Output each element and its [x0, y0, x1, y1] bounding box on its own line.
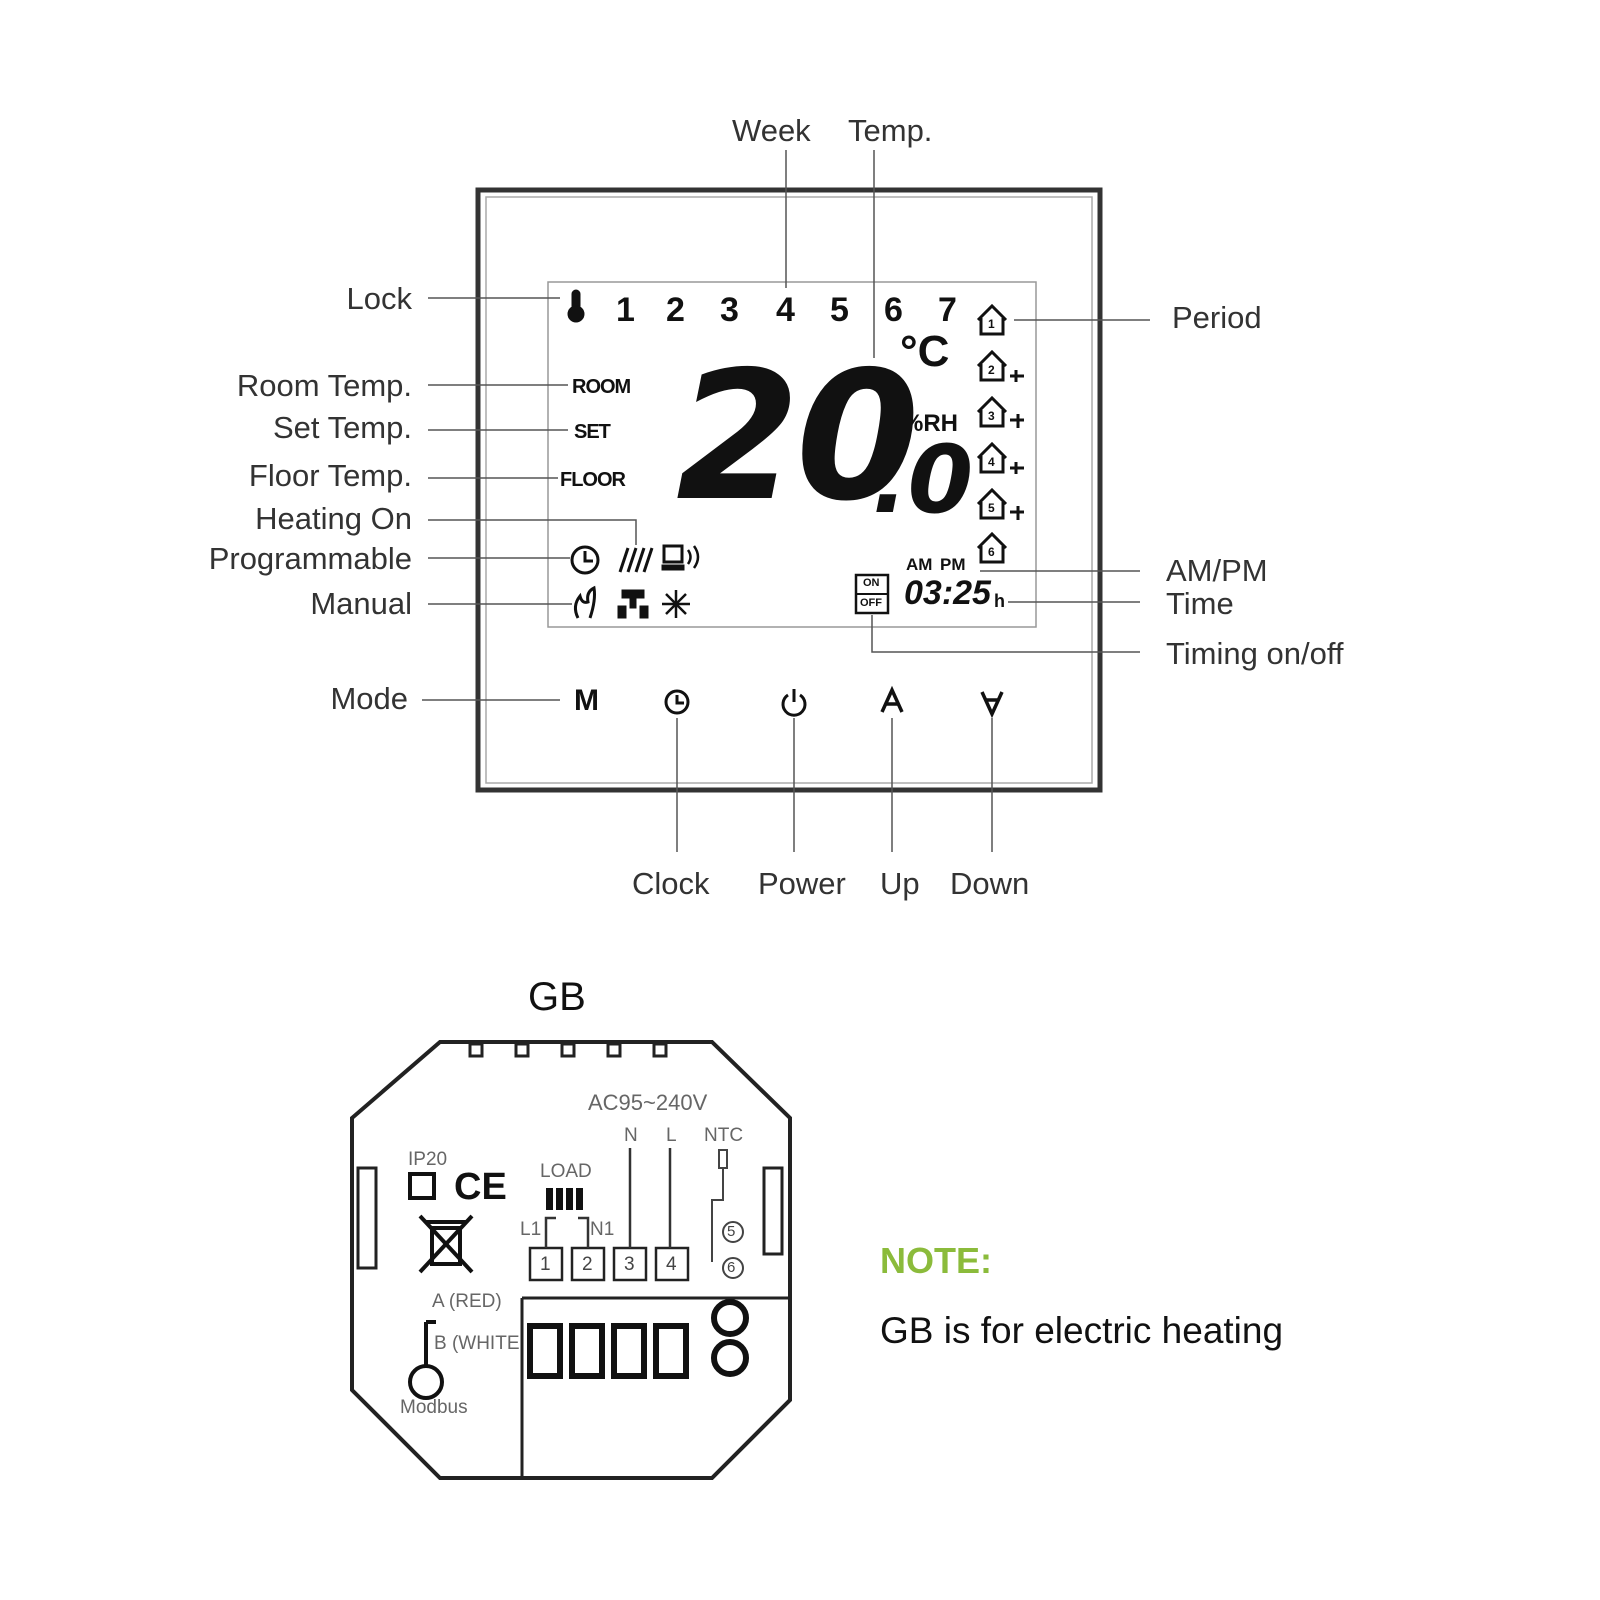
wiring-n1-label: N1	[590, 1219, 615, 1240]
power-button[interactable]	[781, 689, 807, 717]
lcd-temperature-main: 20	[676, 333, 920, 540]
leader-heating	[428, 519, 637, 545]
lcd-day-4: 4	[776, 291, 795, 329]
period-icons	[976, 303, 1024, 564]
label-week: Week	[732, 113, 811, 148]
small-terminals	[528, 1246, 690, 1282]
wiring-voltage: AC95~240V	[588, 1090, 708, 1115]
down-button[interactable]	[980, 691, 1004, 719]
backplate	[350, 1040, 792, 1480]
wires	[544, 1148, 672, 1248]
label-room-temp: Room Temp.	[236, 368, 412, 403]
lcd-period-1: 1	[988, 317, 995, 331]
label-mode: Mode	[330, 681, 408, 716]
thermostat-frame-inner	[485, 196, 1093, 784]
label-timing-on-off: Timing on/off	[1166, 636, 1344, 671]
label-programmable: Programmable	[208, 541, 412, 576]
weee-bin-icon	[418, 1214, 474, 1274]
ip20-square-icon	[408, 1172, 436, 1200]
mode-button[interactable]: M	[574, 684, 599, 717]
lcd-clock-suffix: h	[994, 591, 1005, 611]
lcd-day-2: 2	[666, 291, 685, 329]
label-period: Period	[1172, 300, 1262, 335]
label-manual: Manual	[310, 586, 412, 621]
lcd-temperature-decimal: .0	[872, 426, 974, 535]
label-am-pm: AM/PM	[1166, 553, 1268, 588]
lcd-floor: FLOOR	[560, 469, 626, 491]
terminal-blocks	[527, 1299, 749, 1379]
label-up: Up	[880, 866, 920, 901]
lcd-pm: PM	[940, 555, 966, 574]
ntc-terminal-6-label: 6	[727, 1259, 736, 1276]
lock-thermometer-icon	[567, 289, 585, 323]
period-6-icon	[976, 531, 1008, 564]
note-text: GB is for electric heating	[880, 1310, 1284, 1351]
lcd-room: ROOM	[572, 376, 631, 398]
modbus-connector-icon	[408, 1320, 444, 1400]
wiring-ip-rating: IP20	[408, 1149, 448, 1170]
load-heater-icon	[546, 1188, 583, 1210]
wiring-n-label: N	[624, 1125, 638, 1146]
terminal-2-label: 2	[582, 1254, 593, 1275]
label-floor-temp: Floor Temp.	[248, 458, 412, 493]
programmable-clock-icon	[570, 545, 600, 575]
holiday-valve-icon	[617, 589, 649, 619]
lcd-set: SET	[574, 421, 611, 443]
label-heating-on: Heating On	[255, 501, 412, 536]
lcd-clock-time: 03:25	[904, 574, 991, 612]
label-clock: Clock	[632, 866, 710, 901]
lcd-timer-off: OFF	[860, 597, 882, 609]
period-4-icon	[976, 441, 1024, 474]
lcd-period-3: 3	[988, 409, 995, 423]
terminal-1-label: 1	[540, 1254, 551, 1275]
lcd-day-6: 6	[884, 291, 903, 329]
up-button[interactable]	[880, 685, 904, 713]
lcd-day-3: 3	[720, 291, 739, 329]
lcd-am: AM	[906, 555, 933, 574]
lcd-period-5: 5	[988, 501, 995, 515]
clock-button[interactable]	[664, 689, 690, 715]
terminal-3-label: 3	[624, 1254, 635, 1275]
label-time: Time	[1166, 586, 1234, 621]
modbus-b-label: B (WHITE	[434, 1333, 520, 1354]
lcd-period-6: 6	[988, 545, 995, 559]
manual-hand-icon	[573, 585, 596, 619]
terminal-4-label: 4	[666, 1254, 677, 1275]
lcd-day-5: 5	[830, 291, 849, 329]
label-set-temp: Set Temp.	[272, 410, 412, 445]
period-2-icon	[976, 349, 1024, 382]
wiring-ntc-label: NTC	[704, 1125, 744, 1146]
label-down: Down	[950, 866, 1030, 901]
modbus-a-label: A (RED)	[432, 1291, 502, 1312]
wiring-l-label: L	[666, 1125, 677, 1146]
lcd-period-2: 2	[988, 363, 995, 377]
label-temp: Temp.	[848, 113, 933, 148]
lcd-unit-celsius: °C	[900, 327, 950, 376]
modbus-label: Modbus	[400, 1397, 468, 1418]
ce-mark-icon: CE	[454, 1166, 507, 1208]
wiring-title: GB	[528, 975, 586, 1019]
wiring-load-label: LOAD	[540, 1161, 592, 1182]
lcd-day-7: 7	[938, 291, 957, 329]
note-title: NOTE:	[880, 1240, 992, 1281]
thermostat-frame	[475, 187, 1103, 793]
period-3-icon	[976, 395, 1024, 428]
heating-radiator-icon	[618, 547, 654, 573]
period-1-icon	[976, 303, 1008, 336]
leader-timing	[871, 615, 1140, 653]
label-power: Power	[758, 866, 846, 901]
lcd-border	[547, 281, 1037, 628]
lcd-period-4: 4	[988, 455, 995, 469]
period-5-icon	[976, 487, 1024, 520]
cooling-snowflake-icon	[662, 590, 690, 618]
lcd-unit-rh: %RH	[902, 410, 959, 437]
remote-computer-icon	[661, 544, 700, 571]
wiring-l1-label: L1	[520, 1219, 542, 1240]
ntc-sensor-icon	[711, 1149, 744, 1279]
label-lock: Lock	[346, 281, 412, 316]
lcd-day-1: 1	[616, 291, 635, 329]
lcd-timer-on: ON	[863, 577, 880, 589]
ntc-terminal-5-label: 5	[727, 1223, 736, 1240]
